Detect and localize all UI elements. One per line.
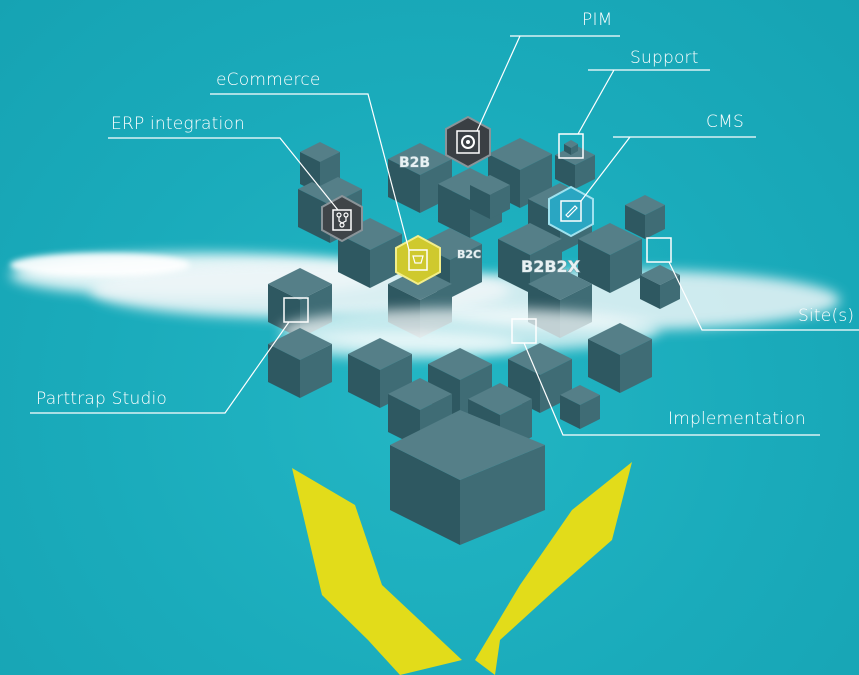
sites-box xyxy=(646,237,672,263)
support-icon xyxy=(558,133,584,159)
label-support: Support xyxy=(630,48,699,68)
badge-b2b: B2B xyxy=(399,155,430,171)
badge-b2c: B2C xyxy=(457,248,481,261)
label-erp-integration: ERP integration xyxy=(111,114,246,134)
studio-box xyxy=(283,297,309,323)
hands xyxy=(292,462,632,675)
label-implementation: Implementation xyxy=(668,409,806,429)
label-pim: PIM xyxy=(582,10,613,30)
cube-cluster-lower xyxy=(268,323,652,545)
label-ecommerce: eCommerce xyxy=(216,70,321,90)
badge-b2b2x: B2B2X xyxy=(521,257,581,276)
label-parttrap-studio: Parttrap Studio xyxy=(36,389,167,409)
erp-icon xyxy=(321,194,363,243)
pim-icon xyxy=(445,115,491,169)
callout-lines xyxy=(30,35,859,436)
label-cms: CMS xyxy=(706,112,744,132)
ecommerce-icon xyxy=(395,234,441,286)
label-sites: Site(s) xyxy=(798,306,855,326)
